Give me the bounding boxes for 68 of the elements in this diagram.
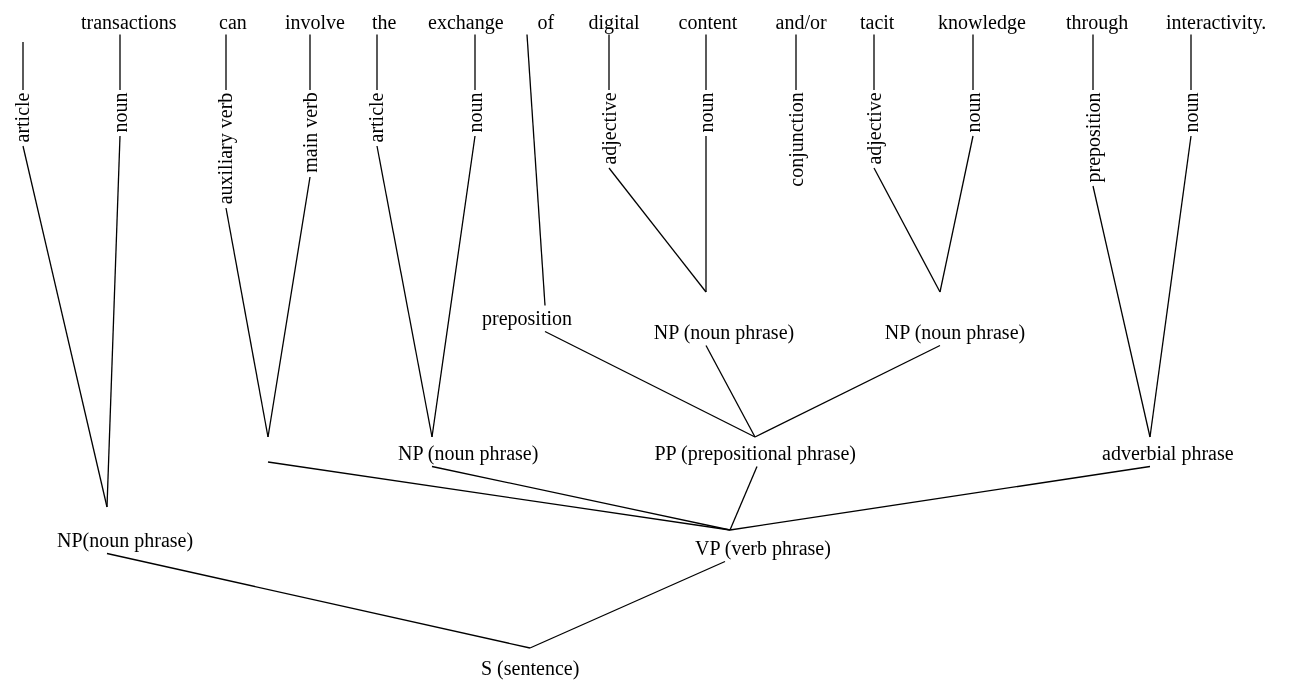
- part-of-speech-label: adjective: [597, 91, 621, 165]
- phrase-label: adverbial phrase: [1102, 441, 1234, 465]
- sentence-word: involve: [285, 10, 345, 34]
- sentence-word: tacit: [860, 10, 895, 34]
- tree-branch-line: [729, 465, 758, 531]
- part-of-speech-label: adjective: [862, 91, 886, 165]
- part-of-speech-label: main verb: [298, 92, 322, 173]
- tree-branch-line: [376, 33, 378, 91]
- sentence-word: content: [678, 10, 738, 34]
- tree-branch-line: [795, 33, 797, 91]
- tree-branch-line: [22, 41, 24, 91]
- tree-branch-line: [705, 344, 756, 438]
- tree-branch-line: [705, 135, 707, 293]
- tree-branch-line: [529, 560, 726, 649]
- tree-branch-line: [1149, 135, 1192, 438]
- sentence-word: transactions: [81, 10, 177, 34]
- tree-branch-line: [1190, 33, 1192, 91]
- part-of-speech-label: conjunction: [784, 91, 808, 187]
- tree-branch-line: [474, 33, 476, 91]
- sentence-word: and/or: [775, 10, 827, 34]
- sentence-word: knowledge: [938, 10, 1026, 34]
- part-of-speech-label: preposition: [1081, 92, 1105, 182]
- phrase-label: VP (verb phrase): [695, 536, 831, 560]
- tree-branch-line: [431, 465, 731, 531]
- phrase-label: preposition: [482, 306, 572, 330]
- phrase-label: S (sentence): [481, 656, 580, 680]
- sentence-word: digital: [588, 10, 640, 34]
- part-of-speech-label: noun: [694, 92, 718, 132]
- tree-branch-line: [608, 33, 610, 91]
- phrase-label: NP (noun phrase): [875, 320, 1035, 344]
- tree-branch-line: [267, 176, 311, 438]
- phrase-label: NP(noun phrase): [57, 528, 194, 552]
- sentence-word: exchange: [428, 10, 504, 34]
- tree-branch-line: [119, 33, 121, 91]
- tree-branch-line: [225, 33, 227, 91]
- part-of-speech-label: noun: [961, 92, 985, 132]
- tree-branch-line: [106, 135, 121, 508]
- phrase-label: PP (prepositional phrase): [654, 441, 856, 465]
- sentence-word: interactivity.: [1166, 10, 1267, 34]
- tree-branch-line: [106, 552, 531, 649]
- tree-branch-line: [705, 33, 707, 91]
- tree-branch-line: [376, 145, 433, 438]
- sentence-word: through: [1066, 10, 1129, 34]
- tree-branch-line: [544, 330, 756, 438]
- tree-branch-line: [754, 344, 941, 438]
- part-of-speech-label: noun: [463, 92, 487, 132]
- tree-branch-line: [873, 167, 941, 293]
- phrase-label: NP (noun phrase): [644, 320, 804, 344]
- part-of-speech-label: article: [11, 92, 35, 142]
- tree-branch-line: [309, 33, 311, 91]
- tree-branch-line: [972, 33, 974, 91]
- tree-branch-line: [729, 465, 1151, 531]
- sentence-word: can: [219, 10, 247, 34]
- tree-branch-line: [1092, 185, 1151, 438]
- sentence-word: of: [537, 10, 555, 34]
- phrase-label: NP (noun phrase): [398, 441, 539, 465]
- tree-branch-line: [873, 33, 875, 91]
- tree-branch-line: [526, 33, 546, 307]
- tree-branch-line: [608, 167, 707, 293]
- tree-branch-line: [431, 135, 476, 438]
- part-of-speech-label: noun: [1179, 92, 1203, 132]
- part-of-speech-label: auxiliary verb: [214, 92, 238, 204]
- part-of-speech-label: article: [365, 92, 389, 142]
- sentence-word: the: [372, 10, 397, 34]
- tree-branch-line: [1092, 33, 1094, 91]
- tree-branch-line: [225, 207, 269, 438]
- part-of-speech-label: noun: [108, 92, 132, 132]
- tree-branch-line: [939, 135, 974, 293]
